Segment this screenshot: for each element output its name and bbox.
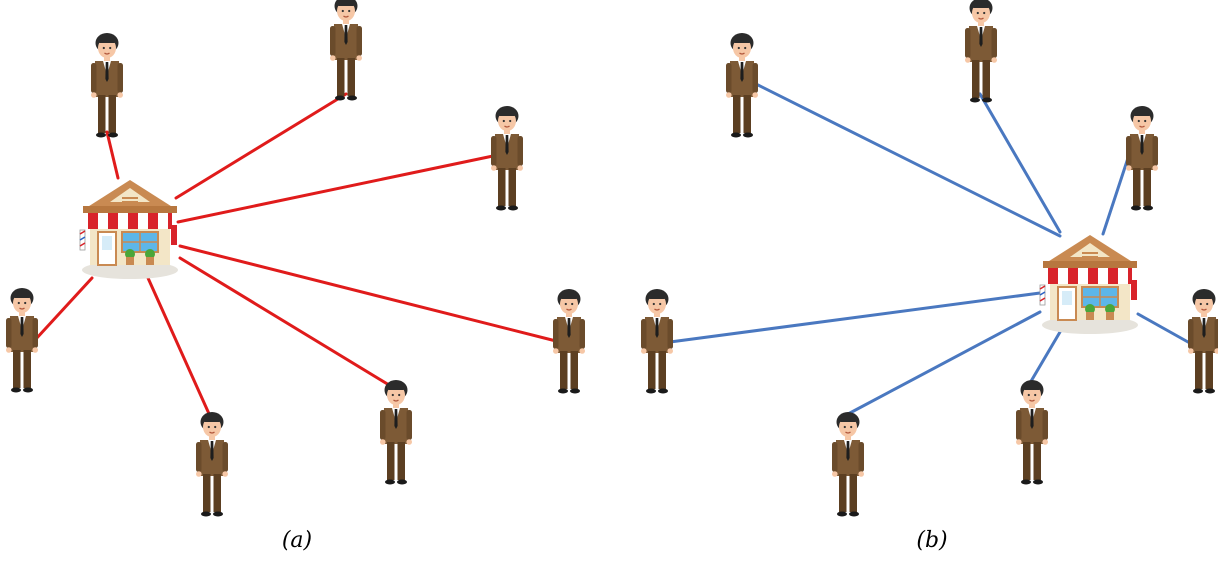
edges-a	[33, 92, 558, 418]
edge-a-6	[146, 276, 212, 418]
edge-b-4	[668, 291, 1042, 344]
businessman-icon	[379, 379, 413, 486]
edge-a-1	[105, 130, 120, 180]
edge-b-2	[978, 92, 1062, 234]
businessman-icon	[725, 32, 759, 139]
barber-shop-icon	[1039, 234, 1139, 335]
edge-a-3	[176, 154, 495, 224]
businessman-icon	[195, 411, 229, 518]
panel-a	[5, 0, 586, 518]
panel-b-caption: (b)	[916, 528, 948, 553]
panel-a-caption: (a)	[281, 528, 313, 553]
edge-a-2	[174, 92, 348, 200]
edge-b-1	[754, 82, 1062, 238]
businessman-icon	[90, 32, 124, 139]
businessman-icon	[640, 288, 674, 395]
edge-b-3	[1101, 156, 1130, 236]
edge-b-6	[1028, 330, 1062, 385]
businessman-icon	[552, 288, 586, 395]
businessman-icon	[1125, 105, 1159, 212]
businessman-icon	[5, 287, 39, 394]
edge-a-4	[178, 244, 558, 343]
barber-shop-icon	[79, 179, 179, 280]
businessman-icon	[1187, 288, 1218, 395]
panel-b	[640, 0, 1218, 518]
edge-b-7	[1136, 312, 1190, 344]
businessman-icon	[964, 0, 998, 104]
edge-a-7	[33, 276, 94, 342]
businessman-icon	[490, 105, 524, 212]
edges-b	[668, 82, 1190, 416]
businessman-icon	[329, 0, 363, 102]
edge-a-5	[178, 256, 396, 390]
edge-b-5	[846, 310, 1042, 416]
businessman-icon	[1015, 379, 1049, 486]
businessman-icon	[831, 411, 865, 518]
